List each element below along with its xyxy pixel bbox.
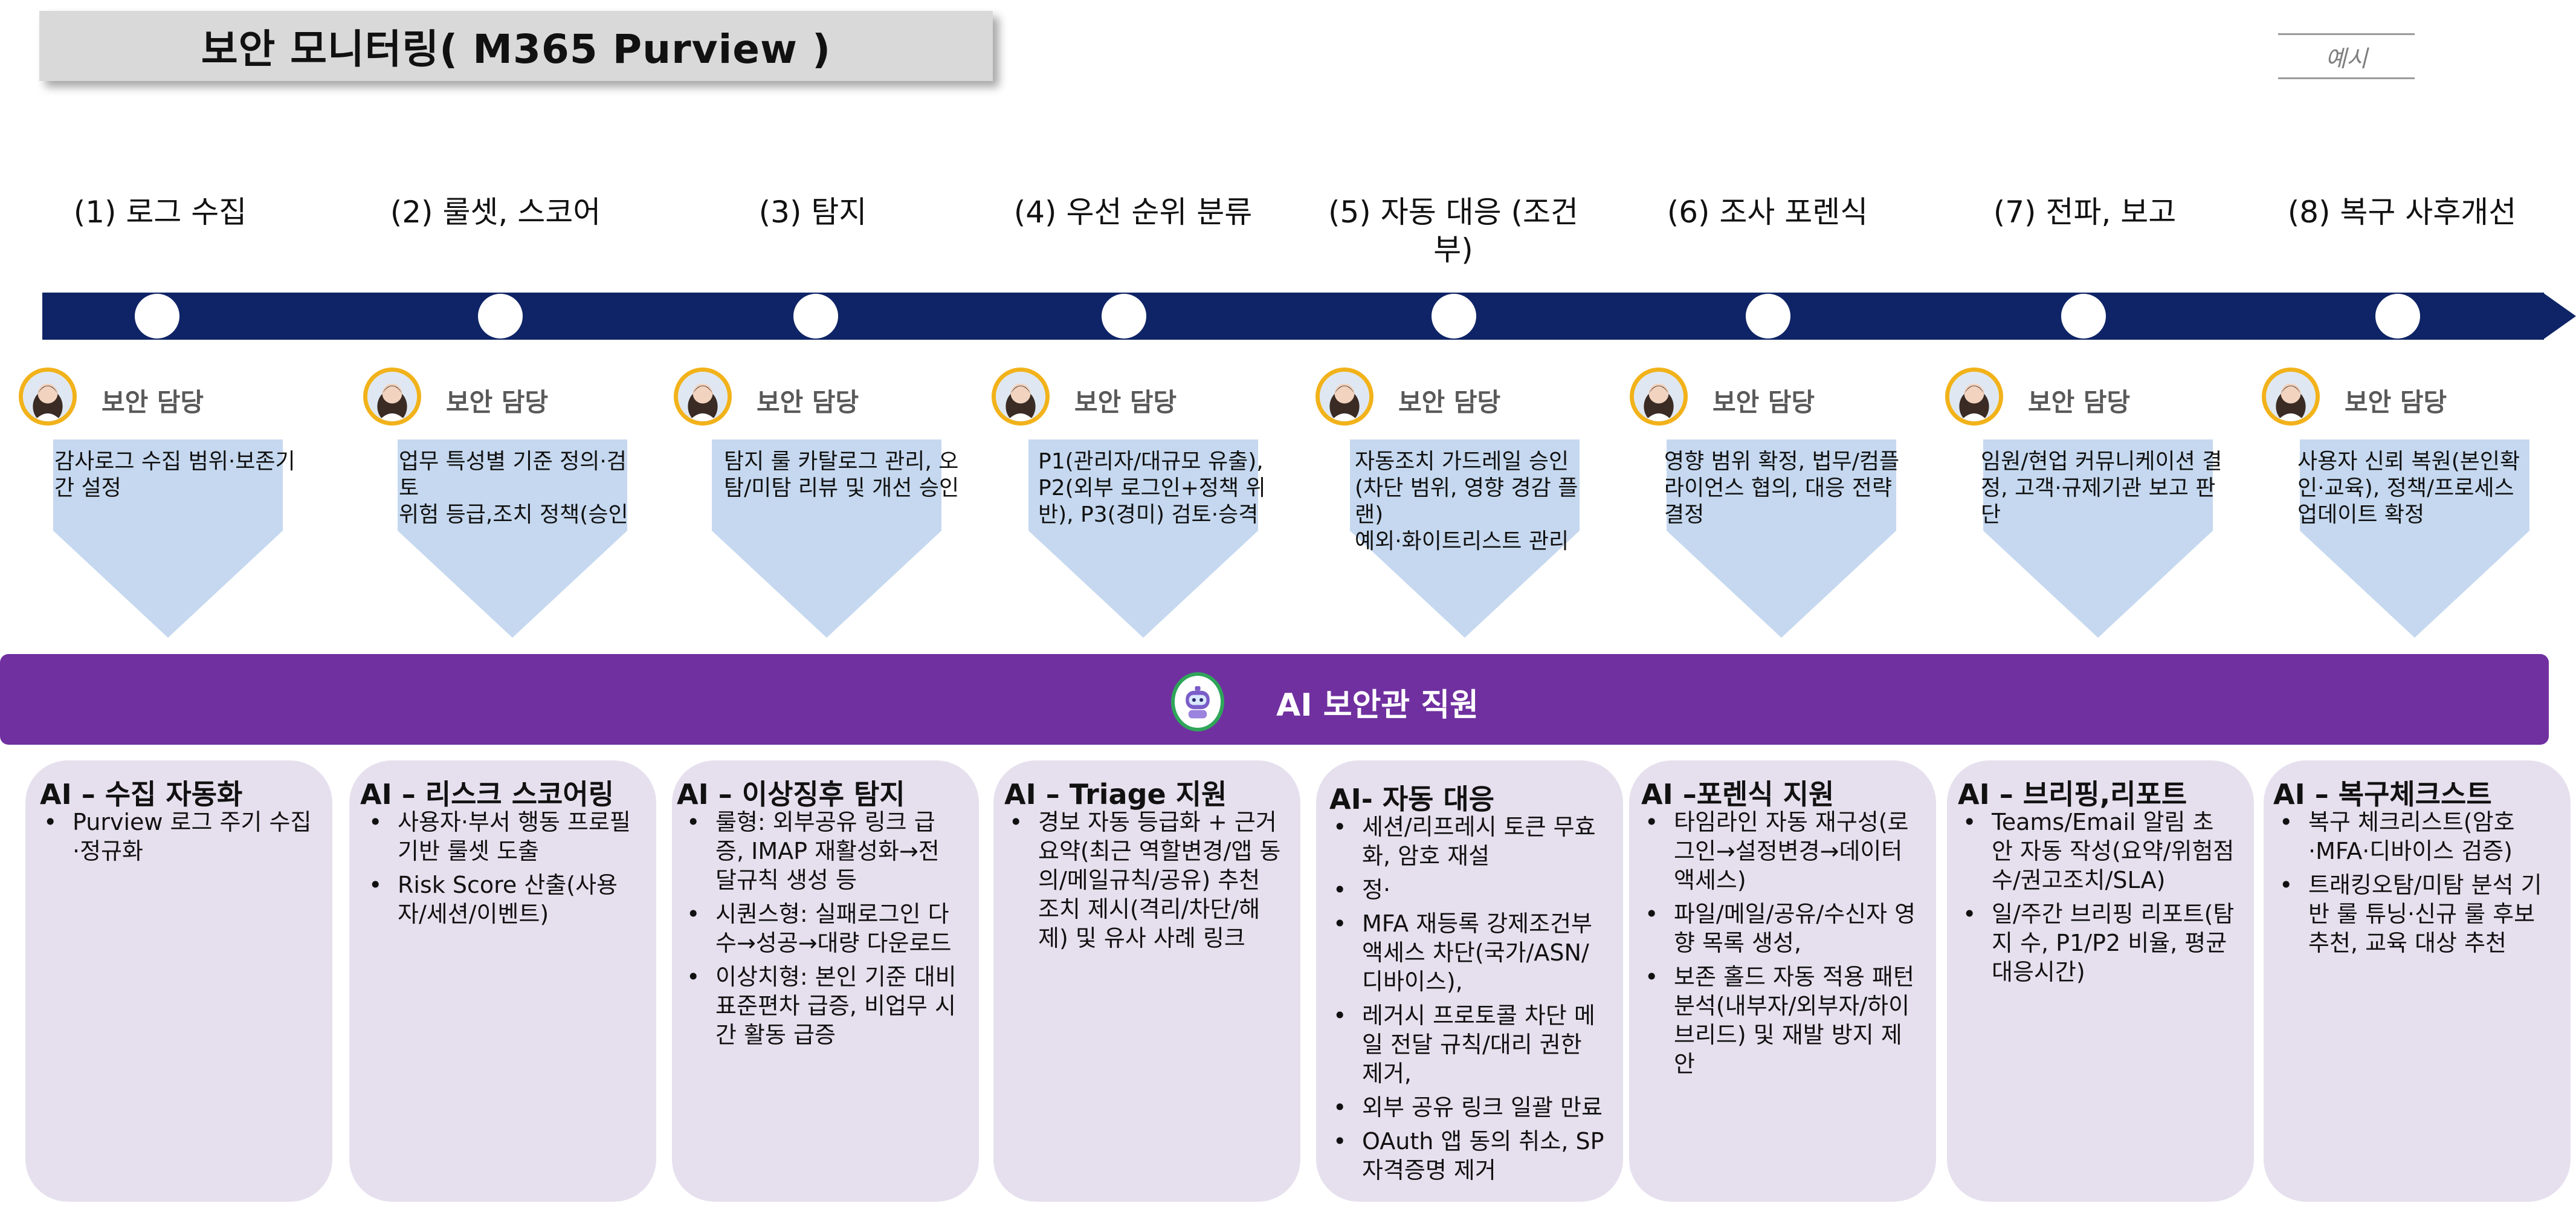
ai-card-title-4: AI – Triage 지원 xyxy=(1004,778,1227,811)
ai-card-list-6: 타임라인 자동 재구성(로그인→설정변경→데이터 액세스) 파일/메일/공유/수… xyxy=(1639,808,1917,1083)
timeline-arrowhead xyxy=(2543,293,2576,340)
owner-label-4: 보안 담당 xyxy=(1074,387,1177,417)
list-item: 경보 자동 등급화 + 근거 요약(최근 역할변경/앱 동의/메일규칙/공유) … xyxy=(1003,808,1281,953)
list-item: 룰형: 외부공유 링크 급증, IMAP 재활성화→전달규칙 생성 등 xyxy=(680,808,958,895)
list-item: 일/주간 브리핑 리포트(탐지 수, P1/P2 비율, 평균 대응시간) xyxy=(1957,899,2235,987)
list-item: 레거시 프로토콜 차단 메일 전달 규칙/대리 권한 제거, xyxy=(1327,1001,1605,1088)
list-item: Risk Score 산출(사용자/세션/이벤트) xyxy=(363,870,641,928)
task-text-2: 업무 특성별 기준 정의·검토 위험 등급,조치 정책(승인 xyxy=(399,449,628,527)
owner-label-6: 보안 담당 xyxy=(1712,387,1815,417)
ai-card-list-4: 경보 자동 등급화 + 근거 요약(최근 역할변경/앱 동의/메일규칙/공유) … xyxy=(1003,808,1281,957)
ai-card-title-6: AI –포렌식 지원 xyxy=(1641,778,1835,811)
ai-card-title-5: AI- 자동 대응 xyxy=(1329,783,1495,815)
ai-card-title-2: AI – 리스크 스코어링 xyxy=(360,778,614,811)
list-item: 트래킹오탐/미탐 분석 기반 룰 튜닝·신규 룰 후보 추천, 교육 대상 추천 xyxy=(2273,870,2551,957)
owner-avatar xyxy=(2262,368,2320,426)
owner-avatar xyxy=(674,368,732,426)
person-icon xyxy=(996,372,1045,421)
person-icon xyxy=(1320,372,1369,421)
ai-card-title-7: AI – 브리핑,리포트 xyxy=(1958,778,2187,811)
timeline-bar xyxy=(42,293,2544,340)
task-text-4: P1(관리자/대규모 유출), P2(외부 로그인+정책 위반), P3(경미)… xyxy=(1038,449,1266,527)
timeline-node-6 xyxy=(1746,294,1790,339)
ai-card-list-7: Teams/Email 알림 초안 자동 작성(요약/위험점수/권고조치/SLA… xyxy=(1957,808,2235,991)
owner-avatar xyxy=(992,368,1050,426)
example-label: 예시 xyxy=(2278,33,2415,79)
owner-label-1: 보안 담당 xyxy=(102,387,204,417)
ai-card-list-1: Purview 로그 주기 수집·정규화 xyxy=(37,808,315,870)
owner-label-8: 보안 담당 xyxy=(2345,387,2447,417)
page-title-box: 보안 모니터링( M365 Purview ) xyxy=(39,11,993,81)
list-item: 정· xyxy=(1327,875,1605,904)
list-item: Purview 로그 주기 수집·정규화 xyxy=(37,808,315,866)
person-icon xyxy=(1634,372,1683,421)
task-text-6: 영향 범위 확정, 법무/컴플라이언스 협의, 대응 전략 결정 xyxy=(1664,449,1900,527)
owner-avatar xyxy=(1630,368,1688,426)
timeline-node-3 xyxy=(793,294,838,339)
page-title: 보안 모니터링( M365 Purview ) xyxy=(201,26,831,73)
owner-label-7: 보안 담당 xyxy=(2028,387,2131,417)
phase-heading-6: (6) 조사 포렌식 xyxy=(1667,195,1868,230)
list-item: 타임라인 자동 재구성(로그인→설정변경→데이터 액세스) xyxy=(1639,808,1917,895)
person-icon xyxy=(367,372,417,421)
phase-heading-7: (7) 전파, 보고 xyxy=(1993,195,2177,230)
ai-card-list-8: 복구 체크리스트(암호·MFA·디바이스 검증) 트래킹오탐/미탐 분석 기반 … xyxy=(2273,808,2551,962)
ai-card-list-2: 사용자·부서 행동 프로필 기반 룰셋 도출 Risk Score 산출(사용자… xyxy=(363,808,641,933)
timeline-node-7 xyxy=(2061,294,2106,339)
list-item: Teams/Email 알림 초안 자동 작성(요약/위험점수/권고조치/SLA… xyxy=(1957,808,2235,895)
task-text-5: 자동조치 가드레일 승인(차단 범위, 영향 경감 플랜) 예외·화이트리스트 … xyxy=(1355,449,1578,554)
phase-heading-2: (2) 룰셋, 스코어 xyxy=(390,195,601,230)
list-item: 보존 홀드 자동 적용 패턴 분석(내부자/외부자/하이브리드) 및 재발 방지… xyxy=(1639,962,1917,1078)
owner-avatar xyxy=(1945,368,2003,426)
person-icon xyxy=(2266,372,2316,421)
ai-card-list-5: 세션/리프레시 토큰 무효화, 암호 재설 정· MFA 재등록 강제조건부 액… xyxy=(1327,812,1605,1190)
person-icon xyxy=(1949,372,1999,421)
owner-label-5: 보안 담당 xyxy=(1398,387,1501,417)
list-item: 사용자·부서 행동 프로필 기반 룰셋 도출 xyxy=(363,808,641,866)
person-icon xyxy=(678,372,728,421)
list-item: 외부 공유 링크 일괄 만료 xyxy=(1327,1093,1605,1122)
timeline-node-8 xyxy=(2375,294,2420,339)
person-icon xyxy=(23,372,73,421)
owner-avatar xyxy=(1315,368,1374,426)
ai-banner xyxy=(0,654,2549,745)
robot-icon xyxy=(1171,672,1224,731)
ai-card-list-3: 룰형: 외부공유 링크 급증, IMAP 재활성화→전달규칙 생성 등 시퀀스형… xyxy=(680,808,958,1054)
phase-heading-1: (1) 로그 수집 xyxy=(73,195,247,230)
owner-label-2: 보안 담당 xyxy=(446,387,549,417)
timeline-node-4 xyxy=(1102,294,1146,339)
owner-avatar xyxy=(363,368,421,426)
owner-avatar xyxy=(19,368,77,426)
list-item: 세션/리프레시 토큰 무효화, 암호 재설 xyxy=(1327,812,1605,870)
list-item: MFA 재등록 강제조건부 액세스 차단(국가/ASN/디바이스), xyxy=(1327,909,1605,996)
phase-heading-4: (4) 우선 순위 분류 xyxy=(1013,195,1253,230)
task-text-8: 사용자 신뢰 복원(본인확인·교육), 정책/프로세스 업데이트 확정 xyxy=(2297,449,2520,527)
phase-heading-8: (8) 복구 사후개선 xyxy=(2287,195,2517,230)
phase-heading-3: (3) 탐지 xyxy=(758,195,867,230)
timeline-node-2 xyxy=(478,294,523,339)
ai-card-title-1: AI – 수집 자동화 xyxy=(40,778,243,811)
list-item: 이상치형: 본인 기준 대비 표준편차 급증, 비업무 시간 활동 급증 xyxy=(680,962,958,1049)
task-text-7: 임원/현업 커뮤니케이션 결정, 고객·규제기관 보고 판단 xyxy=(1981,449,2223,527)
owner-label-3: 보안 담당 xyxy=(757,387,859,417)
phase-heading-5: (5) 자동 대응 (조건부) xyxy=(1328,195,1578,267)
ai-card-title-3: AI – 이상징후 탐지 xyxy=(677,778,905,811)
task-text-3: 탐지 룰 카탈로그 관리, 오탐/미탐 리뷰 및 개선 승인 xyxy=(724,449,960,501)
list-item: 파일/메일/공유/수신자 영향 목록 생성, xyxy=(1639,899,1917,957)
list-item: 시퀀스형: 실패로그인 다수→성공→대량 다운로드 xyxy=(680,899,958,957)
ai-card-title-8: AI – 복구체크스트 xyxy=(2273,778,2492,811)
ai-banner-title: AI 보안관 직원 xyxy=(1276,687,1479,724)
timeline-node-1 xyxy=(135,294,179,339)
task-text-1: 감사로그 수집 범위·보존기간 설정 xyxy=(54,449,295,501)
list-item: 복구 체크리스트(암호·MFA·디바이스 검증) xyxy=(2273,808,2551,866)
list-item: OAuth 앱 동의 취소, SP 자격증명 제거 xyxy=(1327,1127,1605,1185)
timeline-node-5 xyxy=(1432,294,1476,339)
